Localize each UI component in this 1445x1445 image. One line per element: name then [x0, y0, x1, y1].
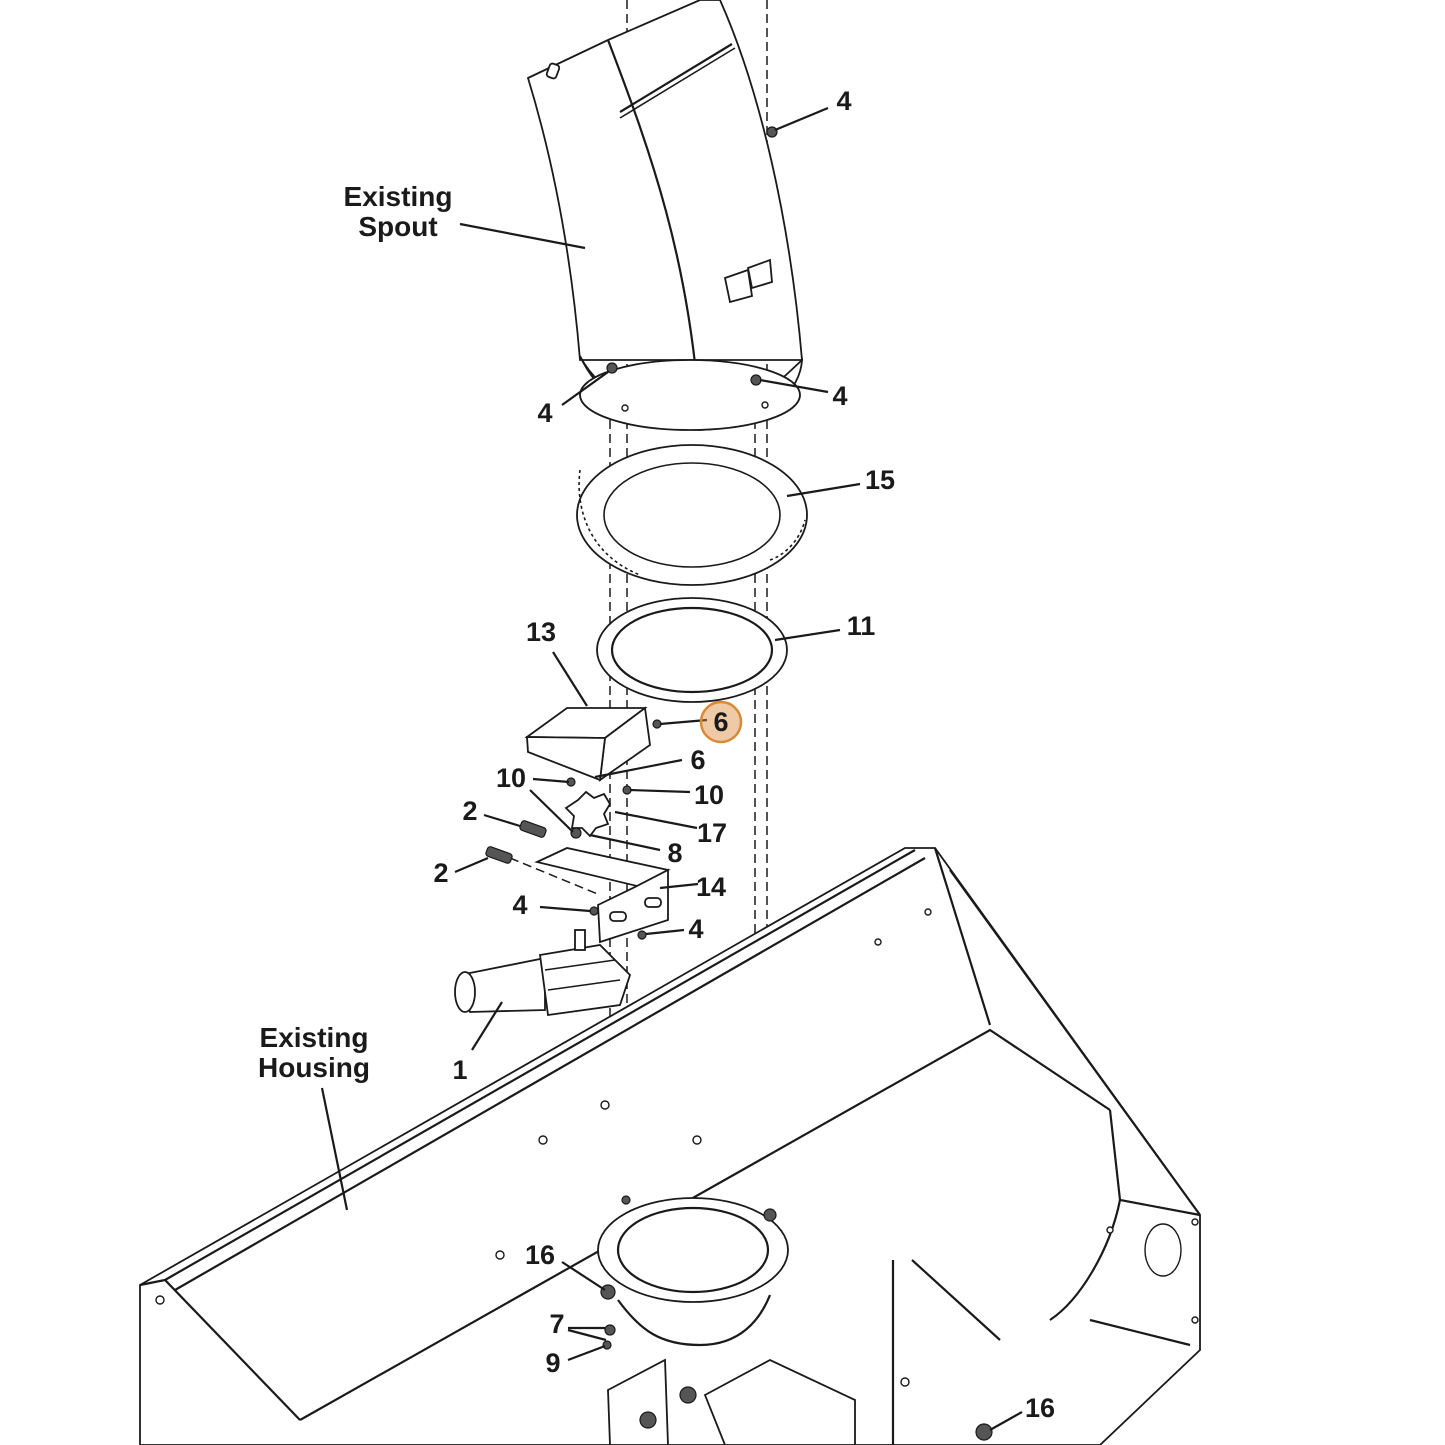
- highlight-marker-ring: [699, 700, 743, 744]
- highlight-marker[interactable]: [701, 702, 741, 742]
- callout-10: 10: [694, 780, 724, 810]
- bearing-ring: [596, 597, 788, 703]
- callout-4: 4: [836, 86, 851, 116]
- callout-14: 14: [696, 872, 726, 902]
- callout-1: 1: [452, 1055, 467, 1085]
- callout-2: 2: [462, 796, 477, 826]
- caption-spout-line1: Existing: [344, 181, 453, 212]
- gear-ring: [576, 444, 808, 586]
- callout-4: 4: [688, 914, 703, 944]
- callout-17: 17: [697, 818, 727, 848]
- callout-13: 13: [526, 617, 556, 647]
- drive-motor: [454, 929, 632, 1017]
- caption-spout-line2: Spout: [358, 211, 437, 242]
- caption-housing-line1: Existing: [260, 1022, 369, 1053]
- callout-6: 6: [690, 745, 705, 775]
- callout-10: 10: [496, 763, 526, 793]
- callout-4: 4: [832, 381, 847, 411]
- callout-16: 16: [1025, 1393, 1055, 1423]
- callout-4: 4: [512, 890, 527, 920]
- callout-16: 16: [525, 1240, 555, 1270]
- existing-housing: [139, 847, 1201, 1445]
- deflector-bracket: [524, 706, 662, 782]
- existing-spout: [526, 0, 804, 431]
- callout-4: 4: [537, 398, 552, 428]
- small-hardware: [485, 777, 632, 864]
- callout-2: 2: [433, 858, 448, 888]
- callout-9: 9: [545, 1348, 560, 1378]
- motor-mount-plate: [534, 847, 671, 944]
- caption-housing-line2: Housing: [258, 1052, 370, 1083]
- callout-11: 11: [847, 611, 876, 641]
- callout-15: 15: [865, 465, 895, 495]
- callout-8: 8: [667, 838, 682, 868]
- leader-lines: [320, 106, 1023, 1431]
- callout-7: 7: [549, 1309, 564, 1339]
- callout-6-highlighted[interactable]: 6: [713, 707, 728, 737]
